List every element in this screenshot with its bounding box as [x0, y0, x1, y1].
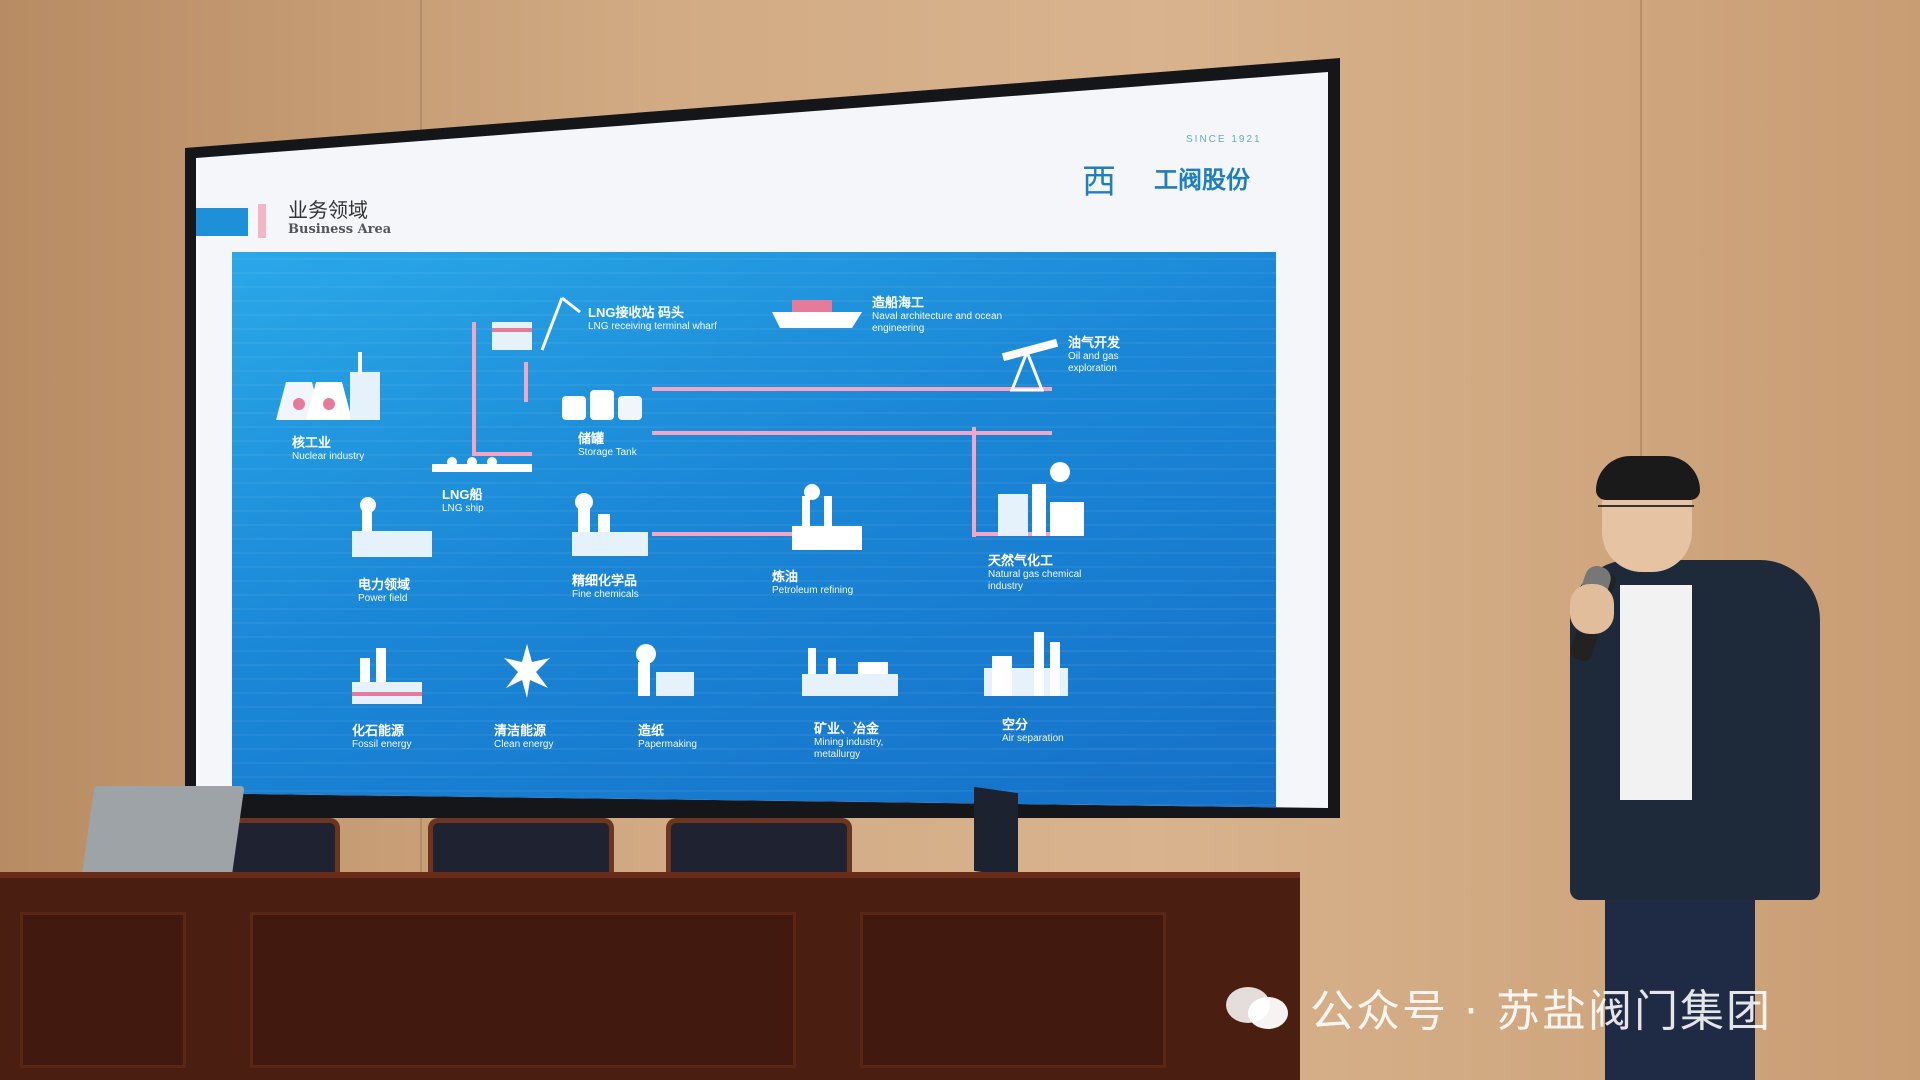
item-label-cn: 矿业、冶金: [814, 721, 880, 736]
item-label-en: Clean energy: [494, 739, 554, 750]
item-label-en: Fine chemicals: [572, 589, 639, 600]
item-label-cn: 天然气化工: [988, 553, 1054, 568]
item-label-cn: 油气开发: [1068, 335, 1121, 350]
slide-title: 业务领域: [288, 198, 368, 222]
projection-screen: 业务领域 Business Area SINCE 1921 西 工阀股份 LNG…: [196, 72, 1328, 808]
item-label-cn: 电力领域: [358, 577, 411, 592]
pipe-line: [652, 532, 792, 540]
item-label-en: Fossil energy: [352, 739, 412, 750]
slide-header-accent: [258, 204, 266, 238]
ship-icon: [772, 300, 862, 328]
item-air-separation: 空分 Air separation: [1002, 714, 1064, 745]
gas-plant-icon: [998, 462, 1084, 536]
pipe-line: [652, 387, 1052, 435]
item-lng-terminal: LNG接收站 码头 LNG receiving terminal wharf: [588, 302, 718, 333]
item-label-cn: LNG船: [442, 487, 483, 502]
item-refining: 炼油 Petroleum refining: [772, 566, 853, 597]
item-label-cn: 造纸: [638, 723, 665, 738]
item-label-cn: 化石能源: [352, 723, 405, 738]
item-fine-chemicals: 精细化学品 Fine chemicals: [572, 570, 639, 601]
item-label-en: Papermaking: [638, 739, 697, 750]
item-power: 电力领域 Power field: [358, 574, 410, 605]
item-label-en: Air separation: [1002, 733, 1064, 744]
presenter-hand: [1570, 584, 1614, 634]
item-label-cn: 造船海工: [872, 295, 925, 310]
laptop: [81, 786, 245, 878]
item-naval: 造船海工 Naval architecture and ocean engine…: [872, 292, 1012, 335]
paper-mill-icon: [636, 644, 694, 696]
presenter-pants: [1605, 890, 1755, 1080]
item-mining: 矿业、冶金 Mining industry, metallurgy: [814, 718, 914, 761]
pipe-line: [524, 362, 532, 402]
item-label-en: LNG ship: [442, 503, 484, 514]
item-label-en: Naval architecture and ocean engineering: [872, 311, 1003, 334]
nuclear-plant-icon: [276, 352, 380, 420]
sun-icon: [504, 644, 550, 698]
item-label-en: Natural gas chemical industry: [988, 569, 1082, 592]
company-logo-icon: 西: [1082, 162, 1116, 202]
desk-panel: [250, 912, 796, 1068]
item-clean-energy: 清洁能源 Clean energy: [494, 720, 553, 751]
slide-header-bar: [196, 208, 248, 236]
presenter-hair: [1596, 456, 1700, 500]
item-papermaking: 造纸 Papermaking: [638, 720, 697, 751]
item-nuclear: 核工业 Nuclear industry: [292, 432, 364, 463]
air-separation-icon: [984, 632, 1068, 696]
chemical-plant-icon: [572, 493, 648, 556]
lng-ship-icon: [432, 457, 532, 472]
item-label-en: LNG receiving terminal wharf: [588, 321, 717, 332]
crane-icon: [492, 296, 581, 351]
item-label-en: Nuclear industry: [292, 451, 365, 462]
item-lng-ship: LNG船 LNG ship: [442, 484, 484, 515]
item-label-cn: LNG接收站 码头: [588, 305, 685, 320]
fossil-plant-icon: [352, 648, 422, 704]
item-label-en: Petroleum refining: [772, 585, 854, 596]
item-storage-tank: 储罐 Storage Tank: [578, 428, 637, 459]
presenter-shirt: [1620, 585, 1692, 800]
watermark-text: 公众号 · 苏盐阀门集团: [1310, 986, 1772, 1037]
item-label-en: Power field: [358, 593, 408, 604]
pipe-line: [472, 452, 532, 460]
oil-pump-icon: [1001, 338, 1059, 392]
business-area-panel: LNG接收站 码头 LNG receiving terminal wharf 造…: [232, 252, 1276, 808]
item-label-cn: 炼油: [772, 569, 799, 584]
item-label-cn: 清洁能源: [494, 723, 547, 738]
item-label-cn: 空分: [1002, 717, 1029, 732]
item-label-en: Mining industry, metallurgy: [814, 737, 884, 760]
pipe-line: [972, 427, 980, 537]
item-label-cn: 储罐: [578, 431, 605, 446]
item-oil-gas: 油气开发 Oil and gas exploration: [1068, 332, 1138, 375]
item-label-en: Storage Tank: [578, 447, 637, 458]
company-name: 工阀股份: [1154, 165, 1250, 194]
storage-tank-icon: [562, 390, 642, 420]
item-natural-gas: 天然气化工 Natural gas chemical industry: [988, 550, 1108, 593]
slide-subtitle: Business Area: [288, 222, 392, 237]
item-label-cn: 精细化学品: [572, 573, 638, 588]
item-fossil: 化石能源 Fossil energy: [352, 720, 411, 751]
power-plant-icon: [352, 497, 432, 557]
refinery-icon: [792, 484, 862, 550]
glasses-icon: [1598, 505, 1694, 527]
pipe-line: [472, 322, 480, 452]
mining-plant-icon: [802, 648, 898, 696]
desk-panel: [20, 912, 186, 1068]
wechat-icon: [1226, 987, 1288, 1029]
desk-panel: [860, 912, 1166, 1068]
item-label-en: Oil and gas exploration: [1068, 351, 1119, 374]
item-label-cn: 核工业: [292, 435, 332, 450]
laptop: [974, 786, 1018, 878]
logo-since-text: SINCE 1921: [1186, 134, 1262, 145]
